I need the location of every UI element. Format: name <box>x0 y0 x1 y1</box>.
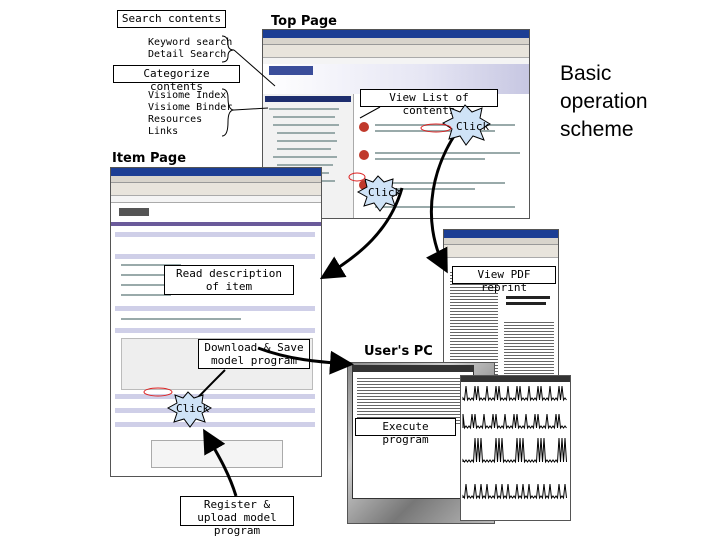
search-contents-label: Search contents <box>117 10 226 28</box>
waveform-trace <box>462 437 567 464</box>
waveform-trace <box>462 385 567 402</box>
scheme-title-line-3: scheme <box>560 118 634 141</box>
users-pc-caption: User's PC <box>364 344 433 359</box>
keyword-search-text: Keyword search <box>148 37 233 48</box>
categorize-contents-label: Categorize contents <box>113 65 240 93</box>
links-text: Links <box>148 126 179 137</box>
download-save-label: Download & Save model program <box>198 339 310 369</box>
item-page-window <box>110 167 322 477</box>
view-list-label: View List of contents <box>360 89 498 117</box>
visiome-binder-text: Visiome Binder <box>148 102 233 113</box>
waveform-trace <box>462 483 567 500</box>
click-text-1: Click <box>456 120 490 133</box>
top-page-window <box>262 29 530 219</box>
scheme-title-line-2: operation <box>560 90 648 113</box>
read-description-label: Read description of item <box>164 265 294 295</box>
scheme-title-line-1: Basic <box>560 62 612 85</box>
view-pdf-label: View PDF reprint <box>452 266 556 294</box>
visiome-index-text: Visiome Index <box>148 90 227 101</box>
scheme-title: Basic operation scheme <box>560 60 648 144</box>
waveform-traces <box>462 385 567 500</box>
click-text-3: Click <box>176 402 210 415</box>
click-text-2: Click <box>368 186 402 199</box>
detail-search-text: Detail Search <box>148 49 227 60</box>
execute-program-label: Execute program <box>355 418 456 446</box>
waveform-plot-window <box>460 375 571 521</box>
resources-text: Resources <box>148 114 203 125</box>
register-upload-label: Register & upload model program <box>180 496 294 537</box>
waveform-trace <box>462 413 567 430</box>
item-page-caption: Item Page <box>112 151 187 166</box>
top-page-caption: Top Page <box>271 14 337 29</box>
